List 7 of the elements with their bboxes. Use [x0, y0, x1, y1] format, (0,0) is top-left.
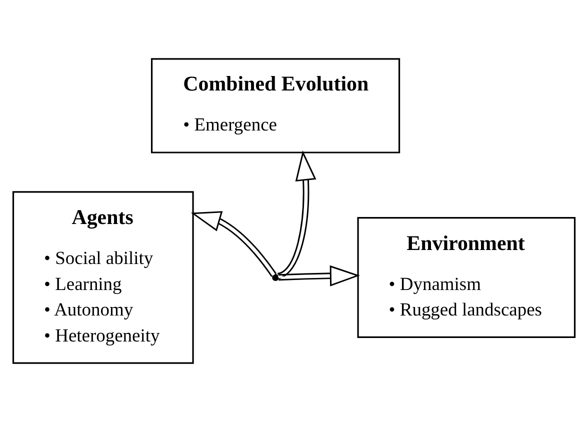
node-box: Environment • Dynamism • Rugged landscapes: [357, 216, 576, 338]
node-box: Combined Evolution • Emergence: [150, 58, 400, 154]
node-box: Agents • Social ability • Learning • Autonomy • Heterogeneity: [12, 191, 194, 364]
arrow: [278, 265, 360, 286]
node-point: [272, 274, 279, 281]
arrow: [277, 150, 316, 280]
arrow: [190, 211, 277, 277]
